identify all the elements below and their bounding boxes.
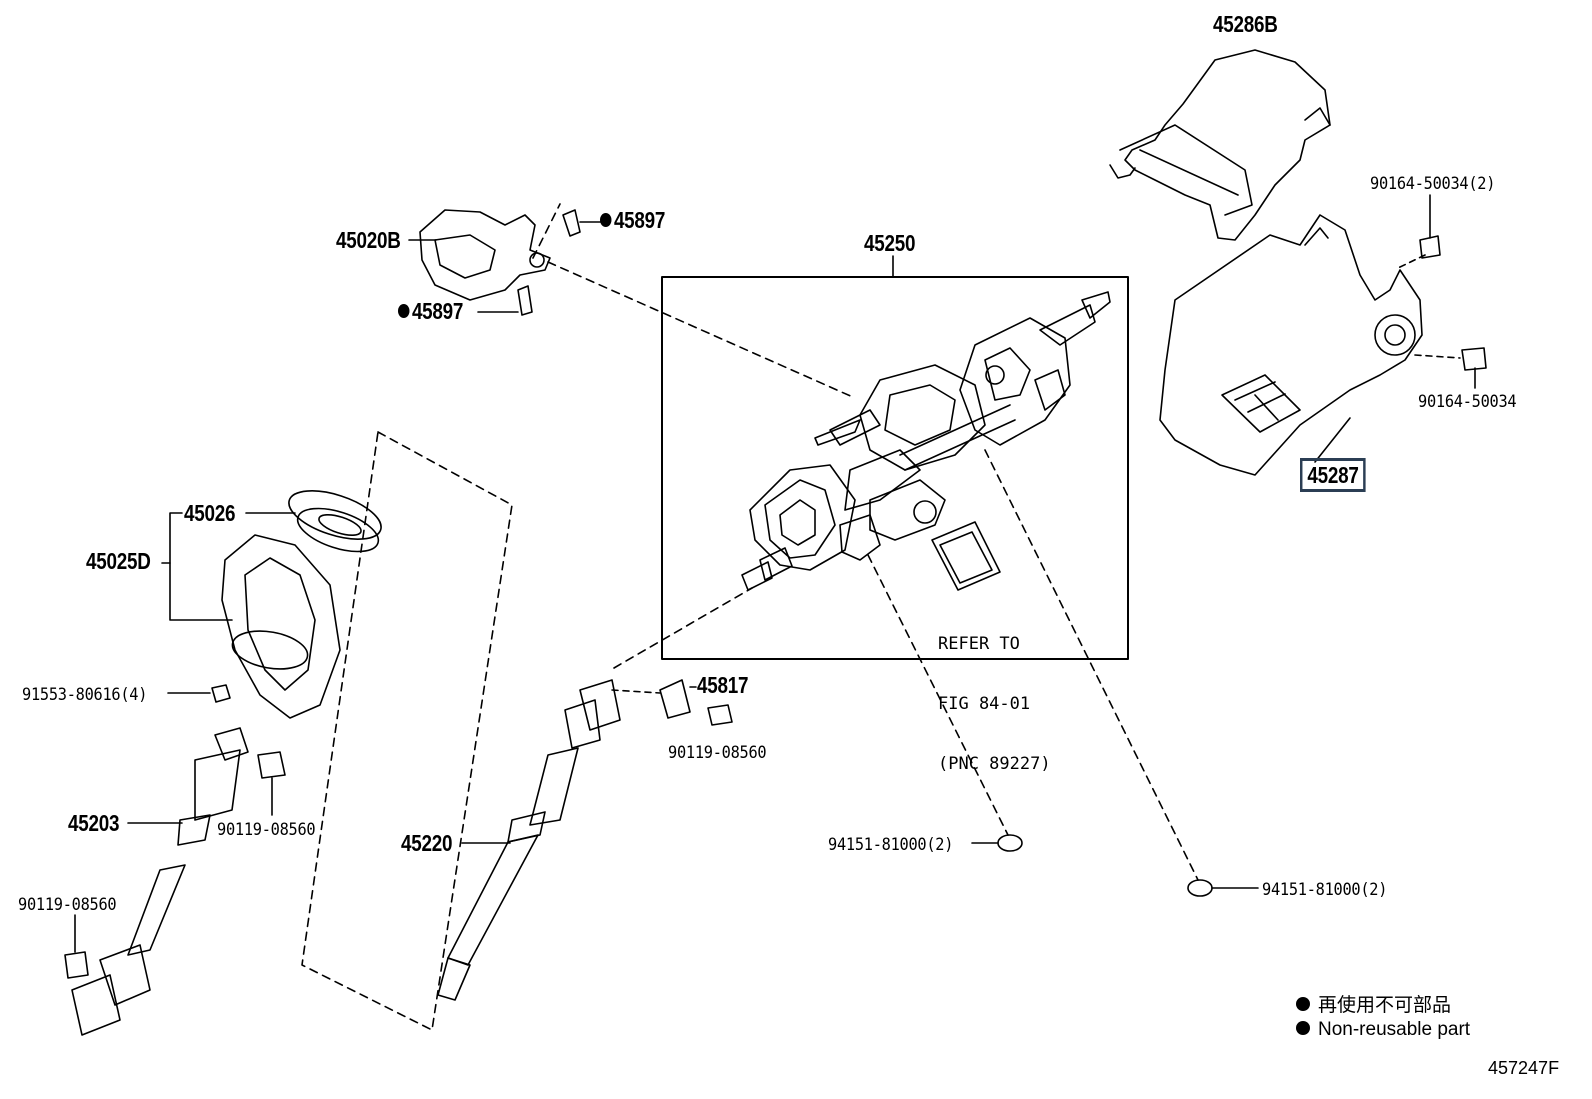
legend-line-en: Non-reusable part	[1296, 1018, 1470, 1042]
key-cylinder-housing	[419, 209, 551, 301]
label-45020b: 45020B	[336, 227, 401, 253]
bullet-icon	[1296, 996, 1310, 1011]
label-45203: 45203	[68, 810, 120, 836]
label-45286b: 45286B	[1213, 11, 1278, 37]
label-91553-80616-4: 91553-80616(4)	[22, 685, 148, 705]
label-45220: 45220	[401, 830, 453, 856]
refer-note-line3: (PNC 89227)	[938, 754, 1051, 774]
legend-text-jp: 再使用不可部品	[1318, 995, 1452, 1016]
screw-45897-top	[562, 209, 606, 237]
bolt-90119-b	[707, 704, 733, 726]
label-45817: 45817	[697, 672, 749, 698]
label-90119-08560-a: 90119-08560	[217, 820, 316, 840]
screw-45897-bottom	[477, 285, 533, 316]
column-assembly-box	[661, 276, 1129, 660]
label-45897-bottom: 45897	[398, 299, 463, 323]
intermediate-shaft-lower	[71, 727, 249, 1036]
screw-90164-b	[1461, 347, 1487, 389]
legend-text-en: Non-reusable part	[1318, 1019, 1471, 1040]
label-45897-bottom-text: 45897	[411, 298, 464, 324]
screw-90164-a	[1419, 194, 1441, 259]
label-90119-08560-b: 90119-08560	[668, 743, 767, 763]
refer-note-line1: REFER TO	[938, 634, 1020, 654]
refer-note: REFER TO FIG 84-01 (PNC 89227)	[938, 594, 1051, 794]
bolt-90119-a	[257, 751, 286, 816]
bolt-90119-c	[64, 914, 89, 979]
ecu-module	[931, 521, 1001, 591]
label-45897-top-text: 45897	[613, 207, 666, 233]
label-94151-81000-2-a: 94151-81000(2)	[828, 835, 954, 855]
non-reusable-dot-icon	[398, 303, 410, 318]
lower-column-cover	[1159, 214, 1423, 476]
steering-intermediate-shaft	[437, 679, 621, 1001]
upper-column-cover	[1109, 49, 1331, 241]
plate-45817	[659, 679, 697, 719]
label-94151-81000-2-b: 94151-81000(2)	[1262, 880, 1388, 900]
label-45287: 45287	[1300, 458, 1366, 492]
non-reusable-dot-icon	[600, 212, 612, 227]
steering-column-assembly	[741, 291, 1111, 591]
label-45026: 45026	[184, 500, 236, 526]
label-90164-50034-2: 90164-50034(2)	[1370, 174, 1496, 194]
label-45897-top: 45897	[600, 208, 665, 232]
label-45025d: 45025D	[86, 548, 151, 574]
figure-id: 457247F	[1488, 1058, 1560, 1078]
bullet-icon	[1296, 1020, 1310, 1035]
nut-94151-a	[971, 834, 1023, 852]
column-bearing	[288, 490, 382, 553]
shaft-group-outline	[301, 431, 513, 1031]
refer-note-line2: FIG 84-01	[938, 694, 1031, 714]
legend-line-jp: 再使用不可部品	[1296, 994, 1470, 1018]
label-45250: 45250	[864, 230, 916, 256]
column-hole-cover	[221, 534, 341, 719]
legend: 再使用不可部品 Non-reusable part	[1296, 994, 1470, 1042]
label-90164-50034: 90164-50034	[1418, 392, 1517, 412]
label-90119-08560-c: 90119-08560	[18, 895, 117, 915]
bolt-91553	[167, 684, 231, 703]
nut-94151-b	[1187, 879, 1259, 897]
